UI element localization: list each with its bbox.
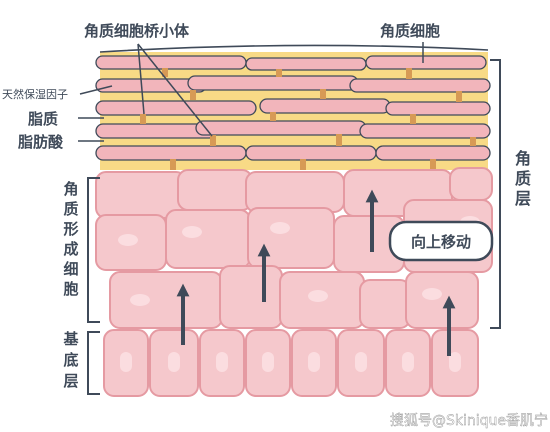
corneodesmosome (300, 159, 306, 170)
vertical-label-char: 质 (63, 200, 78, 218)
vertical-label-char: 底 (63, 351, 78, 369)
corneocyte (259, 98, 391, 114)
keratinocyte-cell (449, 167, 493, 201)
nucleus (308, 290, 328, 302)
corneocyte (95, 55, 247, 70)
nucleus (270, 222, 290, 234)
bracket-keratinocytes (87, 177, 100, 323)
leader-line (137, 43, 145, 115)
corneocyte (359, 123, 491, 139)
leader-line (137, 43, 213, 137)
nucleus (402, 352, 414, 372)
lipid-band-edge (99, 44, 489, 53)
corneocyte (195, 120, 367, 136)
corneocyte (245, 57, 367, 71)
corneodesmosome (270, 112, 276, 121)
corneodesmosomes (140, 68, 476, 170)
label-stratum-corneum: 角质层 (515, 149, 531, 208)
vertical-label-char: 成 (63, 240, 78, 258)
corneocyte (95, 100, 257, 116)
label-corneocyte: 角质细胞 (380, 22, 440, 40)
nucleus (130, 294, 150, 306)
keratinocyte-cell (219, 265, 283, 329)
corneocyte (95, 145, 247, 161)
vertical-label-char: 细 (63, 260, 78, 278)
label-corneodesmosome: 角质细胞桥小体 (84, 22, 190, 40)
vertical-label-char: 胞 (62, 280, 78, 298)
label-fatty-acid: 脂肪酸 (18, 133, 64, 151)
corneocyte (375, 145, 491, 161)
keratinocyte-cell (177, 169, 253, 211)
nucleus (308, 352, 320, 372)
label-lipid: 脂质 (28, 110, 58, 128)
vertical-label-char: 角 (63, 180, 78, 198)
callout-box (388, 220, 494, 262)
corneodesmosome (210, 135, 216, 146)
basal-nuclei (120, 352, 461, 372)
nucleus (262, 352, 274, 372)
corneodesmosome (140, 114, 146, 124)
corneocyte (187, 75, 359, 91)
label-basal-layer: 基底层 (62, 330, 79, 390)
watermark: 搜狐号@Skinique香肌宁 (390, 412, 548, 429)
bracket-basal-layer (87, 331, 100, 395)
nucleus (118, 234, 138, 246)
vertical-label-char: 质 (515, 169, 531, 188)
vertical-label-char: 基 (62, 330, 79, 348)
nucleus (422, 288, 442, 300)
corneodesmosome (406, 68, 412, 79)
vertical-label-char: 角 (515, 149, 531, 168)
label-nmf: 天然保湿因子 (2, 87, 68, 101)
corneocyte (385, 101, 491, 116)
corneocyte (245, 145, 377, 161)
corneodesmosome (190, 90, 196, 100)
corneodesmosome (456, 91, 462, 102)
keratinocyte-cell (405, 271, 479, 329)
corneodesmosome (410, 114, 416, 124)
callout-text: 向上移动 (411, 233, 471, 251)
keratinocyte-cell (245, 171, 345, 213)
keratinocyte-cell (165, 209, 251, 269)
corneodesmosome (470, 137, 476, 146)
vertical-label-char: 形 (63, 220, 78, 238)
corneodesmosome (336, 134, 342, 146)
move-up-callout: 向上移动 (388, 220, 494, 262)
corneodesmosome (320, 89, 326, 99)
upward-arrows (176, 189, 456, 356)
stratum-corneum-band (95, 44, 491, 170)
label-keratinizing-cells: 角质形成细胞 (62, 180, 78, 298)
corneodesmosome (170, 159, 176, 170)
corneodesmosome (162, 68, 168, 77)
corneocyte (349, 78, 491, 93)
nucleus (182, 226, 202, 238)
keratinocyte-cell (359, 279, 411, 329)
nucleus (168, 352, 180, 372)
corneodesmosome (430, 159, 436, 170)
keratinocyte-cell (247, 207, 335, 269)
keratinocyte-cell (109, 271, 223, 329)
nucleus (120, 352, 132, 372)
corneodesmosome (276, 69, 282, 77)
basal-layer-cells (103, 329, 479, 397)
bracket-stratum-corneum (490, 59, 501, 329)
vertical-label-char: 层 (515, 189, 531, 208)
nucleus (355, 352, 367, 372)
nucleus (449, 352, 461, 372)
leader-lines (78, 42, 424, 142)
corneocyte (365, 55, 487, 70)
vertical-label-char: 层 (63, 372, 78, 390)
leader-line (79, 85, 113, 95)
nucleus (216, 352, 228, 372)
